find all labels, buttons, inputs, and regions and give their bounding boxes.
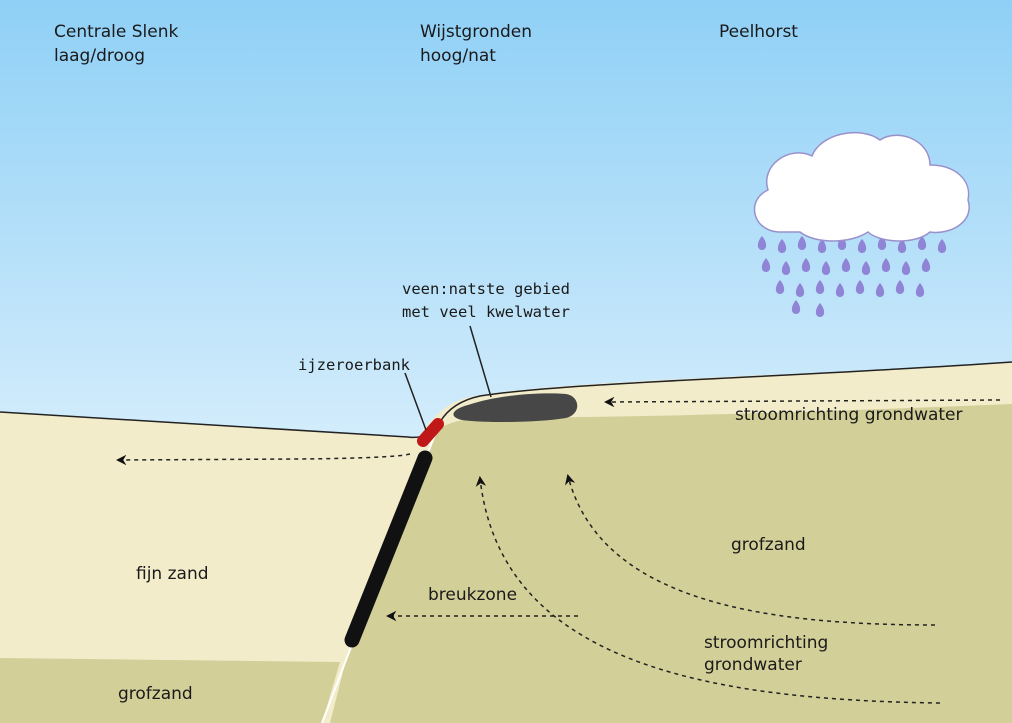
region-wijstgronden-name: Wijstgronden <box>420 22 533 42</box>
flow-arrow-curve-outer <box>475 475 941 704</box>
rain-drop <box>897 239 907 253</box>
flow-arrow-left <box>115 453 411 466</box>
region-peelhorst-name: Peelhorst <box>719 22 798 42</box>
rain-drop <box>881 258 891 272</box>
rain-drop <box>757 236 767 250</box>
region-wijstgronden-condition: hoog/nat <box>420 46 496 66</box>
rain-drop <box>861 261 871 275</box>
rain-drop <box>835 283 845 297</box>
coarse-sand-left-layer <box>0 658 340 723</box>
region-centrale-slenk-condition: laag/droog <box>54 46 146 66</box>
label-grofzand-right: grofzand <box>731 535 806 555</box>
rain-drop <box>937 239 947 253</box>
rain-drop <box>815 303 825 317</box>
label-stroomrichting-bottom-line2: grondwater <box>704 655 802 675</box>
rain-drop <box>855 280 865 294</box>
rain-drop <box>815 280 825 294</box>
rain-drop <box>791 300 801 314</box>
rain-drop <box>777 239 787 253</box>
rain-drop <box>781 261 791 275</box>
label-stroomrichting-top: stroomrichting grondwater <box>735 405 963 425</box>
label-grofzand-left: grofzand <box>118 684 193 704</box>
rain-drop <box>795 283 805 297</box>
rain-cloud-icon <box>753 131 970 317</box>
rain-drop <box>917 236 927 250</box>
rain-drop <box>875 283 885 297</box>
rain-drop <box>921 258 931 272</box>
rain-drop <box>821 261 831 275</box>
veen-peat-body <box>453 393 578 423</box>
rain-drop <box>857 239 867 253</box>
rain-drop <box>801 258 811 272</box>
rain-drop <box>761 258 771 272</box>
label-veen-line1: veen:natste gebied <box>402 280 570 298</box>
flow-arrow-top-right <box>603 396 1001 408</box>
ijzeroerbank-bar <box>417 418 444 447</box>
label-stroomrichting-bottom-line1: stroomrichting <box>704 633 829 653</box>
veen-pointer-line <box>469 325 492 398</box>
label-fijn-zand: fijn zand <box>136 564 209 584</box>
rain-drop <box>841 258 851 272</box>
label-breukzone: breukzone <box>428 585 518 605</box>
rain-drop <box>775 280 785 294</box>
label-veen-line2: met veel kwelwater <box>402 303 570 321</box>
breukzone-fault-bar <box>344 450 433 648</box>
rain-drop <box>915 283 925 297</box>
ijzeroerbank-pointer-line <box>404 372 427 431</box>
rain-drop <box>901 261 911 275</box>
cloud-shape <box>753 131 970 242</box>
rain-drop <box>817 239 827 253</box>
rain-drop <box>895 280 905 294</box>
region-centrale-slenk-name: Centrale Slenk <box>54 22 179 42</box>
fine-sand-layer <box>0 412 452 723</box>
rain-drop <box>797 236 807 250</box>
coarse-sand-right-layer <box>330 404 1012 723</box>
label-ijzeroerbank: ijzeroerbank <box>298 356 410 374</box>
